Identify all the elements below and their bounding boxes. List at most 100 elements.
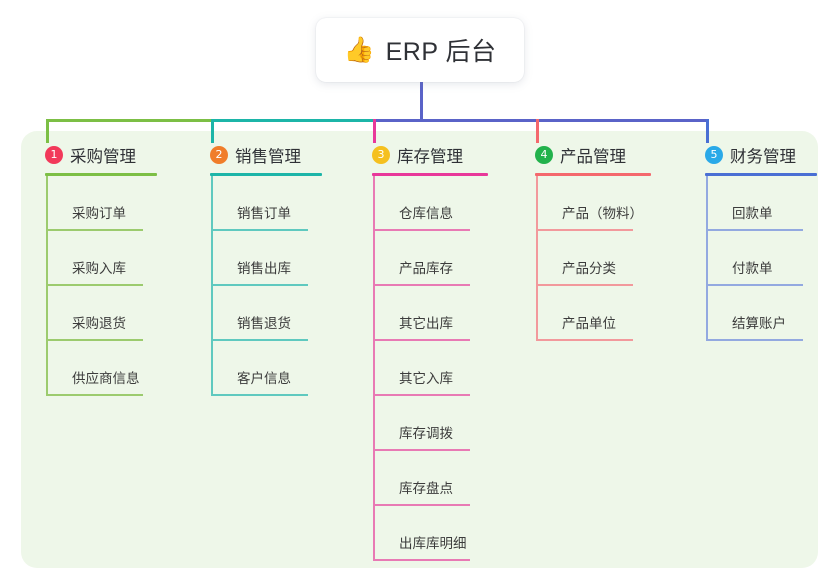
branch-spine [706,176,708,341]
branch-item[interactable]: 采购入库 [45,231,157,286]
connector-bus-right [373,119,708,122]
branch-item[interactable]: 其它入库 [372,341,488,396]
branch-item-rule [706,284,803,286]
branch-item-list: 销售订单销售出库销售退货客户信息 [210,176,322,396]
branch-title: 采购管理 [70,148,136,166]
branch-item[interactable]: 销售出库 [210,231,322,286]
branch-header-rule [45,173,157,176]
branch-item[interactable]: 付款单 [705,231,817,286]
branch-item-list: 采购订单采购入库采购退货供应商信息 [45,176,157,396]
branch-number-badge: 5 [705,146,723,164]
branch-item[interactable]: 回款单 [705,176,817,231]
branch-item-label: 产品（物料） [562,206,643,221]
branch-item[interactable]: 产品库存 [372,231,488,286]
branch-item-rule [211,284,308,286]
branch-item-label: 库存调拨 [399,426,453,441]
branch-spine [46,176,48,396]
branch-spine [373,176,375,561]
branch-item-label: 回款单 [732,206,773,221]
branch-item-list: 产品（物料） 产品分类产品单位 [535,176,651,341]
branch-spine [211,176,213,396]
branch-item-rule [373,339,470,341]
connector-drop-5 [706,119,709,143]
branch-header-rule [705,173,817,176]
branch-item-label: 采购订单 [72,206,126,221]
branch-spine [536,176,538,341]
branch-header-1[interactable]: 1 采购管理 [45,143,157,167]
branch-title: 销售管理 [235,148,301,166]
diagram-panel [21,131,818,568]
branch-item[interactable]: 采购退货 [45,286,157,341]
branch-item[interactable]: 出库库明细 [372,506,488,561]
branch-title: 库存管理 [397,148,463,166]
branch-item-rule [373,449,470,451]
branch-item[interactable]: 其它出库 [372,286,488,341]
branch-item-label: 产品库存 [399,261,453,276]
branch-item[interactable]: 产品单位 [535,286,651,341]
branch-number-badge: 1 [45,146,63,164]
branch-item-label: 其它入库 [399,371,453,386]
branch-item-rule [373,229,470,231]
branch-item-label: 仓库信息 [399,206,453,221]
branch-item-label: 销售退货 [237,316,291,331]
branch-column-2: 2 销售管理销售订单销售出库销售退货客户信息 [210,143,322,396]
connector-root-stem [420,82,423,122]
branch-header-4[interactable]: 4 产品管理 [535,143,651,167]
branch-item[interactable]: 采购订单 [45,176,157,231]
branch-column-3: 3 库存管理仓库信息产品库存其它出库其它入库库存调拨库存盘点出库库明细 [372,143,488,561]
branch-item-rule [373,394,470,396]
branch-number-badge: 3 [372,146,390,164]
branch-item-rule [373,284,470,286]
branch-item-rule [46,284,143,286]
connector-bus-left [46,119,212,122]
branch-item[interactable]: 产品分类 [535,231,651,286]
branch-item[interactable]: 结算账户 [705,286,817,341]
branch-header-rule [210,173,322,176]
branch-title: 产品管理 [560,148,626,166]
branch-item-rule [536,339,633,341]
branch-item[interactable]: 销售订单 [210,176,322,231]
branch-item-label: 付款单 [732,261,773,276]
branch-item-label: 销售出库 [237,261,291,276]
branch-item-rule [211,394,308,396]
branch-item-list: 回款单付款单结算账户 [705,176,817,341]
branch-item-rule [536,284,633,286]
branch-item-list: 仓库信息产品库存其它出库其它入库库存调拨库存盘点出库库明细 [372,176,488,561]
branch-item-rule [706,339,803,341]
branch-item-label: 库存盘点 [399,481,453,496]
branch-item-rule [373,504,470,506]
branch-item[interactable]: 产品（物料） [535,176,651,231]
branch-column-4: 4 产品管理产品（物料） 产品分类产品单位 [535,143,651,341]
branch-item-rule [536,229,633,231]
branch-item[interactable]: 客户信息 [210,341,322,396]
branch-column-1: 1 采购管理采购订单采购入库采购退货供应商信息 [45,143,157,396]
branch-item-label: 产品单位 [562,316,616,331]
branch-item[interactable]: 库存调拨 [372,396,488,451]
branch-header-3[interactable]: 3 库存管理 [372,143,488,167]
connector-drop-3 [373,119,376,143]
branch-item-label: 采购入库 [72,261,126,276]
branch-item-label: 客户信息 [237,371,291,386]
branch-item[interactable]: 供应商信息 [45,341,157,396]
root-title: ERP 后台 [385,38,497,66]
branch-number-badge: 4 [535,146,553,164]
branch-item-label: 其它出库 [399,316,453,331]
branch-header-2[interactable]: 2 销售管理 [210,143,322,167]
branch-header-rule [372,173,488,176]
branch-item-rule [46,394,143,396]
branch-item-label: 供应商信息 [72,371,140,386]
connector-drop-2 [211,119,214,143]
branch-item-rule [211,339,308,341]
branch-item-label: 出库库明细 [399,536,467,551]
root-node-card[interactable]: 👍 ERP 后台 [316,18,524,82]
thumbs-up-icon: 👍 [343,35,375,64]
branch-item[interactable]: 仓库信息 [372,176,488,231]
branch-item[interactable]: 库存盘点 [372,451,488,506]
branch-item[interactable]: 销售退货 [210,286,322,341]
branch-number-badge: 2 [210,146,228,164]
branch-header-rule [535,173,651,176]
connector-bus-mid [211,119,374,122]
